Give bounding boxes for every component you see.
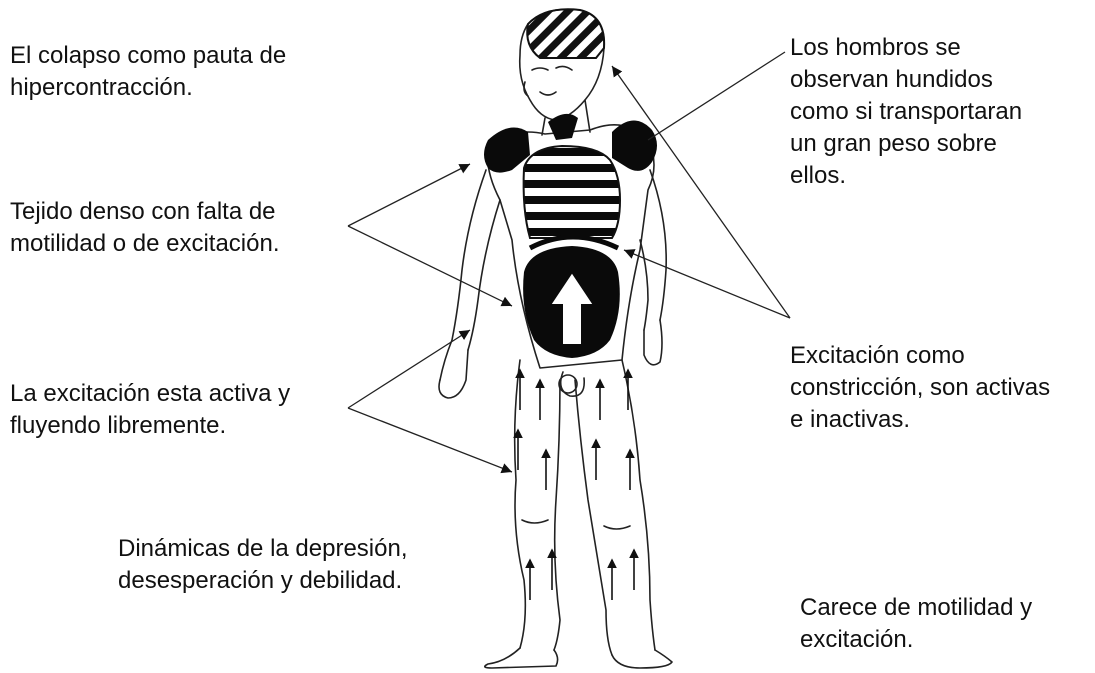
label-collapse: El colapso como pauta de hipercontracció… — [10, 42, 287, 101]
left-shoulder-mass — [484, 127, 530, 173]
leg-flow-arrows — [513, 368, 639, 600]
neck-mass — [548, 113, 578, 140]
leader-dense-shoulder — [347, 163, 471, 227]
abdomen-up-arrow — [548, 270, 596, 346]
label-constriction: Excitación como constricción, son activa… — [790, 342, 1051, 433]
label-active-excitation: La excitación esta activa y fluyendo lib… — [10, 380, 291, 439]
leader-constriction-head — [611, 65, 791, 319]
leader-shoulders — [647, 51, 786, 141]
diaphragm-band — [528, 234, 620, 251]
leader-active-leg — [347, 407, 513, 474]
label-shoulders: Los hombros se observan hundidos como si… — [790, 34, 1023, 189]
label-dynamics: Dinámicas de la depresión, desesperación… — [118, 535, 408, 594]
leader-constriction-band — [623, 249, 791, 319]
head-hatch — [526, 8, 606, 59]
chest-outline — [522, 144, 622, 239]
label-dense-tissue: Tejido denso con falta de motilidad o de… — [10, 198, 280, 257]
label-no-motility: Carece de motilidad y excitación. — [800, 594, 1033, 653]
chest-stripes — [523, 146, 620, 238]
right-shoulder-mass — [612, 120, 657, 171]
leader-active-arm — [347, 329, 471, 409]
leader-lines — [347, 51, 791, 474]
leader-dense-abdomen — [347, 225, 513, 307]
